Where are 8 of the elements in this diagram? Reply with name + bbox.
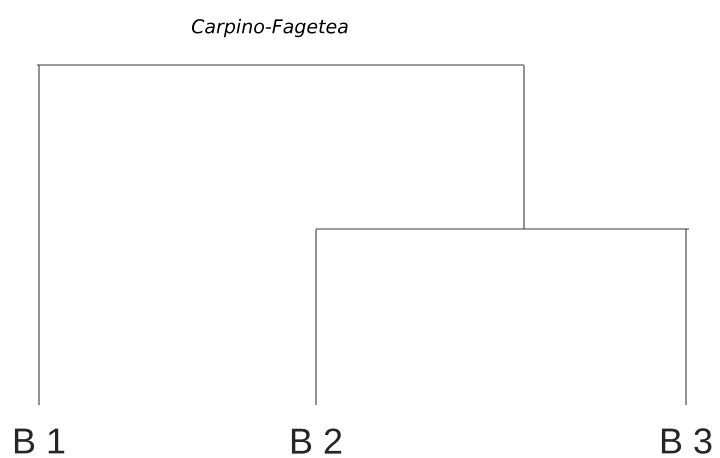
leaf-label: B 1	[14, 428, 64, 454]
branch-line	[315, 230, 317, 405]
leaf-label: B 3	[662, 428, 712, 454]
leaf-label: B 2	[292, 428, 342, 454]
branch-line	[523, 66, 525, 228]
branch-line	[38, 66, 40, 405]
branch-line	[685, 230, 687, 405]
cluster-label: Carpino-Fagetea	[192, 18, 348, 38]
